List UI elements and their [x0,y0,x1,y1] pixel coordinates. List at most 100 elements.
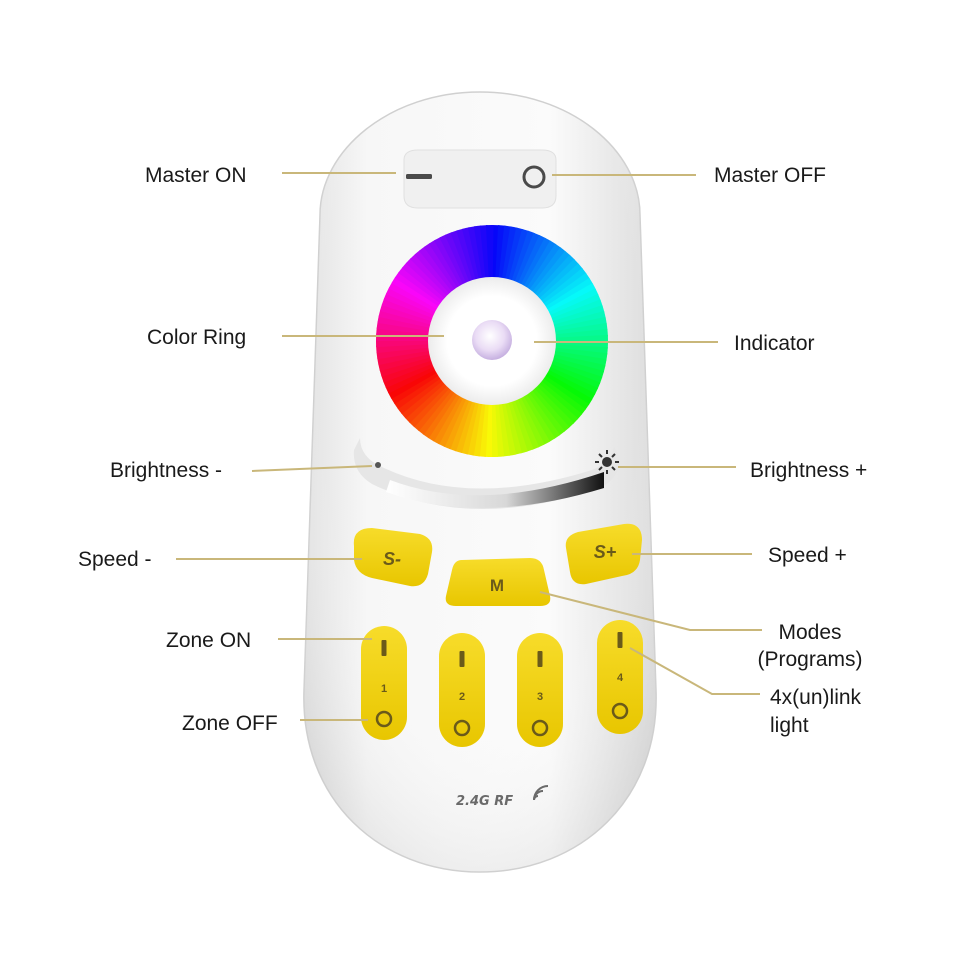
leader-lines [176,172,762,721]
color-ring-segment [549,360,603,384]
color-ring-segment [379,356,434,377]
color-ring-segment [545,369,596,401]
brightness-plus-label: Brightness + [750,459,867,482]
color-ring-segment [538,263,584,303]
color-ring-segment [550,305,605,326]
callout-labels: Master ON Master OFF Color Ring Indicato… [78,164,867,737]
color-ring-segment [546,366,598,396]
color-ring-label: Color Ring [147,326,246,349]
brightness-gradient-bar [386,472,604,509]
color-ring-segment [381,359,435,383]
color-ring-segment [532,384,575,429]
color-ring-segment [543,277,594,311]
color-ring-segment [541,374,590,411]
color-ring-segment [490,402,499,457]
indicator-label: Indicator [734,332,815,355]
color-ring-segment [552,316,607,333]
zone-off-circle-icon [453,719,471,737]
zone-button-3[interactable]: 3 [517,633,563,747]
color-ring-segment [504,400,523,455]
zone-on-bar-icon [617,632,623,648]
color-ring-segment [548,293,601,320]
mode-button-label: M [490,576,504,595]
color-ring-segment [516,396,545,448]
color-ring-segment [523,240,557,290]
color-ring-segment [383,362,436,389]
color-ring-segment [550,357,605,379]
zone-number-label: 2 [459,691,465,703]
brightness-minus-label: Brightness - [110,459,222,482]
zone-on-bar-icon [381,640,387,656]
zone-off-circle-icon [375,710,393,728]
color-ring-segment [393,374,442,410]
speed-minus-button[interactable]: S- [353,528,433,587]
brightness-plus-sun-icon [595,450,619,474]
speed-minus-label: Speed - [78,548,152,571]
speed-plus-button-label: S+ [594,542,617,562]
color-ring-segment [378,353,433,372]
master-off-button[interactable] [522,165,546,189]
color-ring-segment [390,371,441,405]
color-ring-segment [449,398,473,452]
zone-off-circle-icon [611,702,629,720]
color-ring-segment [417,388,456,435]
color-ring-segment [376,346,431,360]
color-ring-segment [439,234,468,286]
color-ring-segment [543,372,593,406]
link-light-label-line2: light [770,714,809,737]
color-ring-segment [527,389,566,436]
color-ring-segment [376,339,431,348]
color-ring-segment [381,298,435,322]
color-ring-segment [408,384,451,428]
rf-badge: 2.4G RF [456,785,549,809]
mode-button[interactable]: M [445,558,551,606]
color-ring-segment [427,392,461,442]
color-ring-segment [517,235,547,287]
leader-brightness-minus [251,465,373,472]
color-ring-segment [422,390,459,439]
color-ring-segment [444,232,471,285]
zone-button-1[interactable]: 1 [361,626,407,740]
rf-label: 2.4G RF [456,794,513,809]
indicator-light [472,320,512,360]
color-ring-segment [548,363,601,390]
color-ring-segment [385,365,437,394]
zone-button-2[interactable]: 2 [439,633,485,747]
color-ring-segment [553,322,608,336]
color-ring-segment [423,242,459,291]
color-ring-segment [443,397,470,450]
color-ring-segment [437,395,467,447]
zone-number-label: 4 [617,672,624,684]
zone-button-4[interactable]: 4 [597,620,643,734]
zone-number-label: 1 [381,683,387,695]
color-ring-segment [551,310,606,329]
color-ring-segment [497,402,511,457]
color-ring-segment [531,250,571,296]
color-ring-segment [379,303,434,325]
color-ring-segment [394,271,443,308]
color-ring-segment [539,377,586,416]
color-ring-segment [535,258,580,301]
color-ring-segment [545,283,597,314]
color-ring-segment [473,225,487,280]
leader-link-light [629,647,760,695]
master-on-button[interactable] [406,174,432,179]
color-ring-segment [507,399,528,454]
brightness-minus-dot-icon [375,462,381,468]
color-ring-segment [549,299,603,323]
color-ring-segment [511,230,535,284]
color-ring-segment [528,247,567,294]
color-ring-segment [461,227,480,282]
color-ring-segment [542,272,591,308]
color-ring-segment [428,239,462,290]
color-ring-segment [467,226,484,281]
modes-label-line1: Modes [778,621,841,644]
color-ring-segment [525,391,561,440]
speed-plus-button[interactable]: S+ [565,523,642,585]
master-on-label: Master ON [145,164,247,187]
leader-modes [539,591,762,631]
color-ring-segment [405,257,449,300]
brightness-slider[interactable] [353,438,620,510]
color-ring-segment [520,237,552,288]
